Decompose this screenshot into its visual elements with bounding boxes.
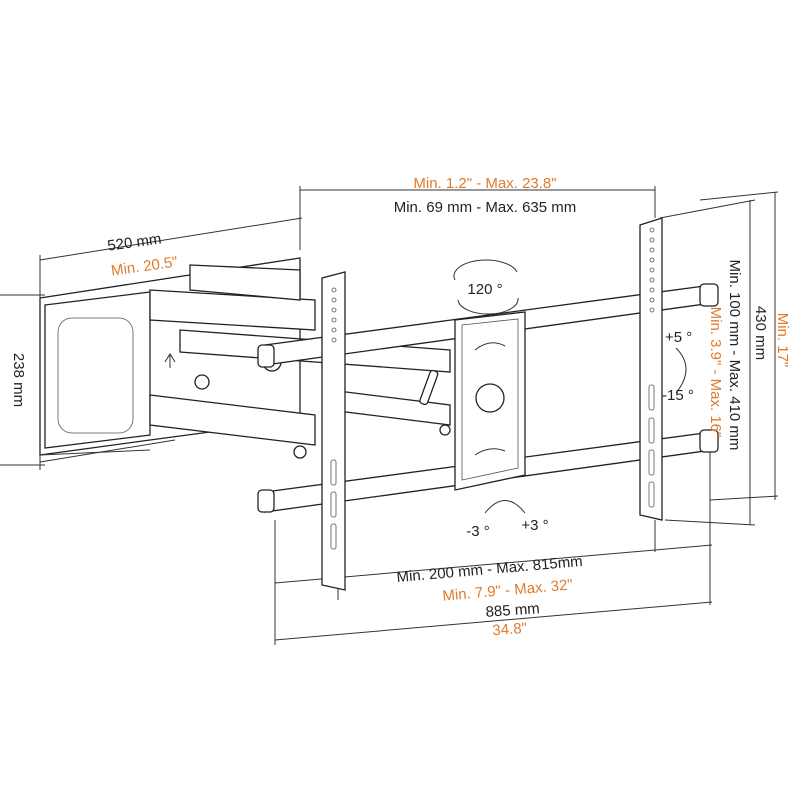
bar-width-mm-label: 885 mm [485,600,540,621]
tilt-down-label: -15 ° [662,387,694,404]
vertical-rails [321,217,663,591]
vesa-vertical-inches-label: Min. 3.9" - Max. 16" [707,307,724,438]
rotation-arrows [453,259,687,514]
rail-height-mm-label: 430 mm [752,306,769,360]
swivel-label: 120 ° [467,281,502,298]
bar-width-inches-label: 34.8" [492,620,528,639]
tilt-up-label: +5 ° [665,329,692,346]
arm-length-inches-label: Min. 20.5" [110,253,179,279]
vesa-vertical-mm-label: Min. 100 mm - Max. 410 mm [726,260,743,451]
arm-length-mm-label: 520 mm [106,230,162,254]
wall-plate-height-label: 238 mm [10,353,27,407]
level-plus-label: +3 ° [521,517,548,534]
tv-plate [419,311,526,491]
depth-mm-label: Min. 69 mm - Max. 635 mm [394,199,577,216]
level-minus-label: -3 ° [466,523,490,540]
rail-height-inches-label: Min. 17" [774,313,791,368]
vesa-horizontal-inches-label: Min. 7.9" - Max. 32" [442,576,574,604]
depth-inches-label: Min. 1.2" - Max. 23.8" [413,175,556,192]
